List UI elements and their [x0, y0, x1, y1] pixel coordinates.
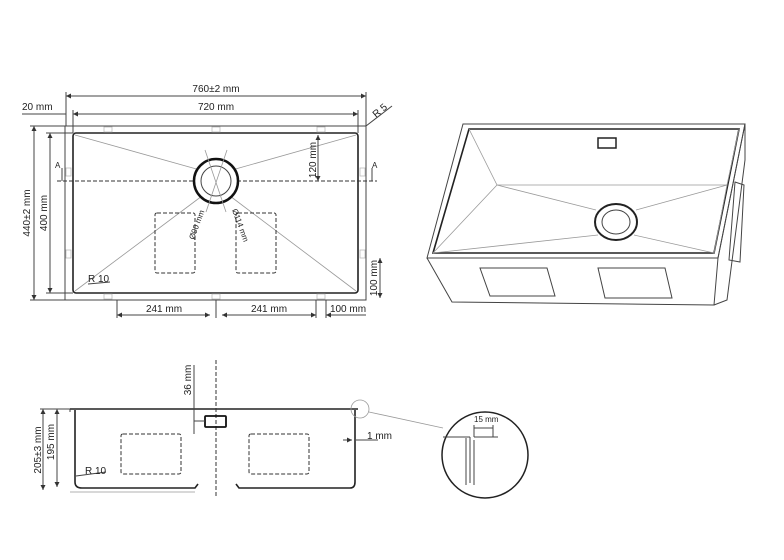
dim-drain-offset: 120 mm [308, 142, 319, 178]
dim-inner-depth: 400 mm [39, 195, 50, 231]
bowl-outline [72, 132, 359, 294]
top-view: 760±2 mm 720 mm 20 mm R 5 440±2 mm 400 m… [22, 84, 393, 318]
drain-perspective [594, 203, 638, 241]
section-mark-left: A [55, 161, 61, 170]
dim-bottom-left: 241 mm [146, 304, 182, 315]
dim-section-radius: R 10 [85, 466, 107, 477]
overflow-slot [597, 137, 617, 149]
bowl-hidden-left [154, 212, 196, 274]
dim-detail-flange: 15 mm [474, 415, 499, 424]
detail-circle [441, 411, 529, 499]
mounting-clips [65, 126, 366, 300]
dim-overall-width: 760±2 mm [192, 84, 239, 95]
dim-overall-depth: 440±2 mm [22, 189, 33, 236]
slope-lines [74, 134, 357, 292]
section-view: 205±3 mm 195 mm 36 mm 1 mm R 10 15 mm [33, 360, 529, 499]
drain-outer [192, 157, 240, 205]
dim-corner-radius-outer: R 5 [371, 102, 390, 121]
dim-inner-height: 195 mm [46, 424, 57, 460]
dim-inner-width: 720 mm [198, 102, 234, 113]
section-mark-right: A [372, 161, 378, 170]
dim-wall-thickness: 1 mm [367, 431, 392, 442]
drain-inner [200, 165, 232, 197]
dim-rim: 20 mm [22, 102, 53, 113]
dim-bottom-edge: 100 mm [330, 304, 366, 315]
outer-rim [64, 125, 367, 301]
dim-corner-radius-inner: R 10 [88, 274, 110, 285]
bowl-hidden-right [235, 212, 277, 274]
detail-callout-marker [350, 399, 370, 419]
dim-overall-height: 205±3 mm [33, 426, 44, 473]
dim-overflow-offset: 36 mm [183, 365, 194, 396]
dim-side-offset: 100 mm [369, 260, 380, 296]
dim-bottom-right: 241 mm [251, 304, 287, 315]
perspective-view [426, 123, 746, 306]
